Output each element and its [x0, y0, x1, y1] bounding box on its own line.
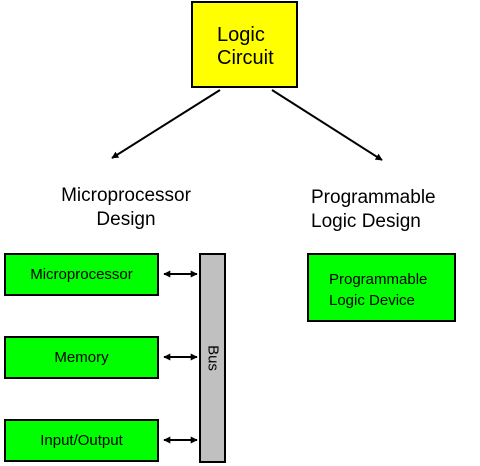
logic-circuit-label-line2: Circuit: [217, 47, 274, 69]
logic-circuit-box: Logic Circuit: [191, 1, 298, 88]
input-output-block-label: Input/Output: [40, 432, 123, 449]
arrow-to-programmable-logic-design: [271, 89, 383, 161]
microprocessor-design-heading: Microprocessor Design: [61, 185, 191, 230]
programmable-logic-device-box: Programmable Logic Device: [307, 253, 456, 322]
pld-label-line2: Logic Device: [329, 292, 415, 309]
pld-label-line1: Programmable: [329, 271, 428, 288]
microprocessor-block: Microprocessor: [4, 253, 159, 296]
logic-circuit-label-line1: Logic: [217, 24, 265, 46]
programmable-logic-design-heading: Programmable Logic Design: [311, 187, 436, 232]
memory-block-label: Memory: [54, 349, 109, 366]
arrow-to-microprocessor-design: [111, 89, 221, 159]
memory-block: Memory: [4, 336, 159, 379]
microprocessor-block-label: Microprocessor: [30, 266, 133, 283]
input-output-block: Input/Output: [4, 419, 159, 462]
bus-bar: Bus: [199, 253, 226, 463]
bus-label: Bus: [204, 345, 221, 371]
